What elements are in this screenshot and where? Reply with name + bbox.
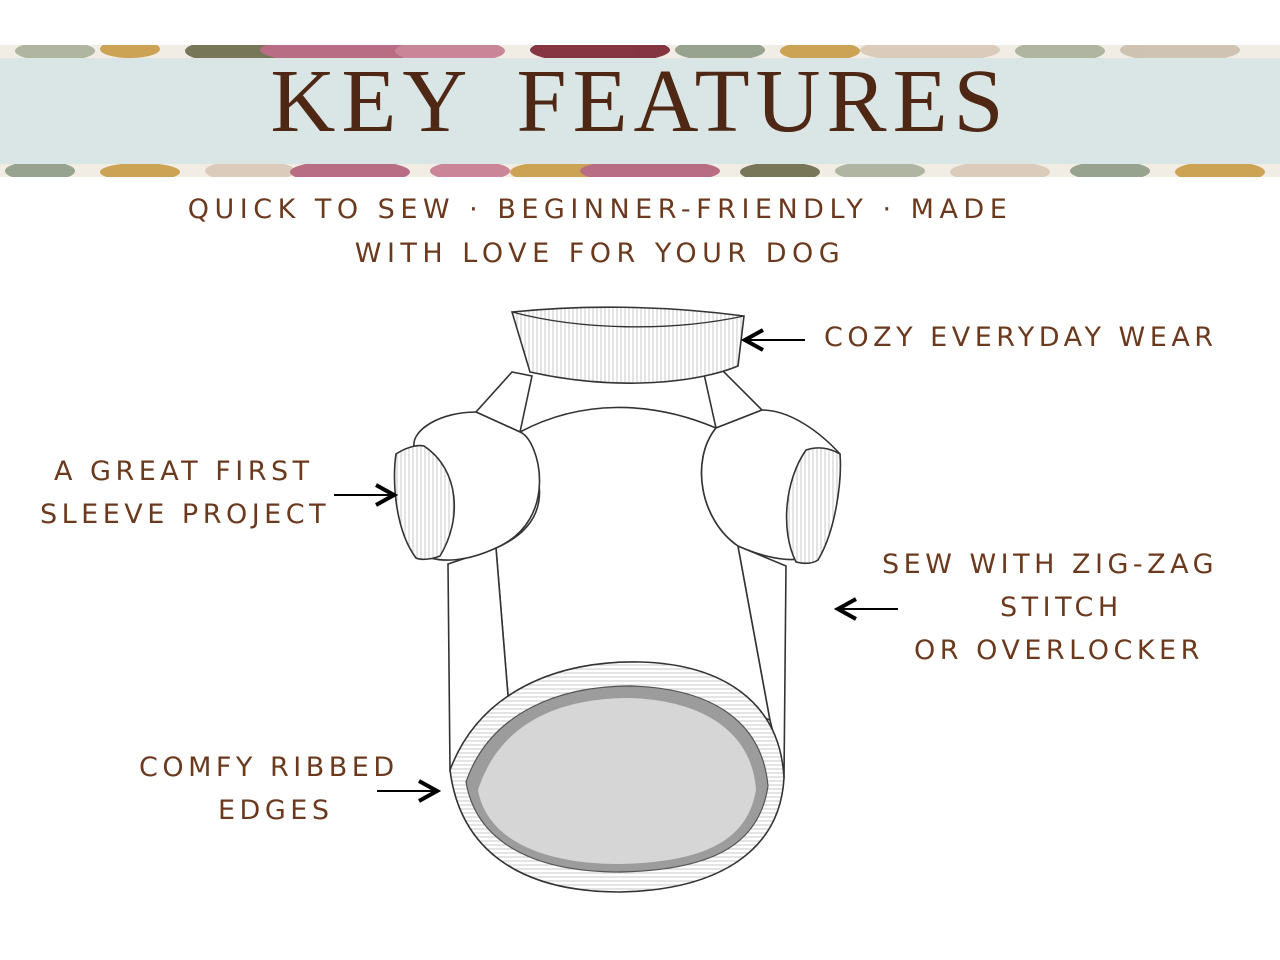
label-ribbed-line-1: COMFY RIBBED [139, 752, 399, 783]
label-zigzag-line-1: SEW WITH ZIG-ZAG [882, 549, 1219, 580]
subtitle-line-2: WITH LOVE FOR YOUR DOG [354, 238, 846, 269]
page-title: KEY FEATURES [270, 52, 1010, 151]
floral-banner [0, 45, 1280, 177]
label-ribbed-line-2: EDGES [218, 795, 334, 826]
label-sleeve-line-2: SLEEVE PROJECT [40, 499, 331, 530]
label-zigzag-line-2: STITCH [1000, 592, 1123, 623]
label-sleeve-line-1: A GREAT FIRST [54, 456, 314, 487]
label-cozy-everyday-wear: COZY EVERYDAY WEAR [824, 322, 1218, 353]
title-band [0, 58, 1280, 164]
label-zigzag-line-3: OR OVERLOCKER [914, 635, 1204, 666]
subtitle-line-1: QUICK TO SEW · BEGINNER-FRIENDLY · MADE [187, 194, 1013, 225]
